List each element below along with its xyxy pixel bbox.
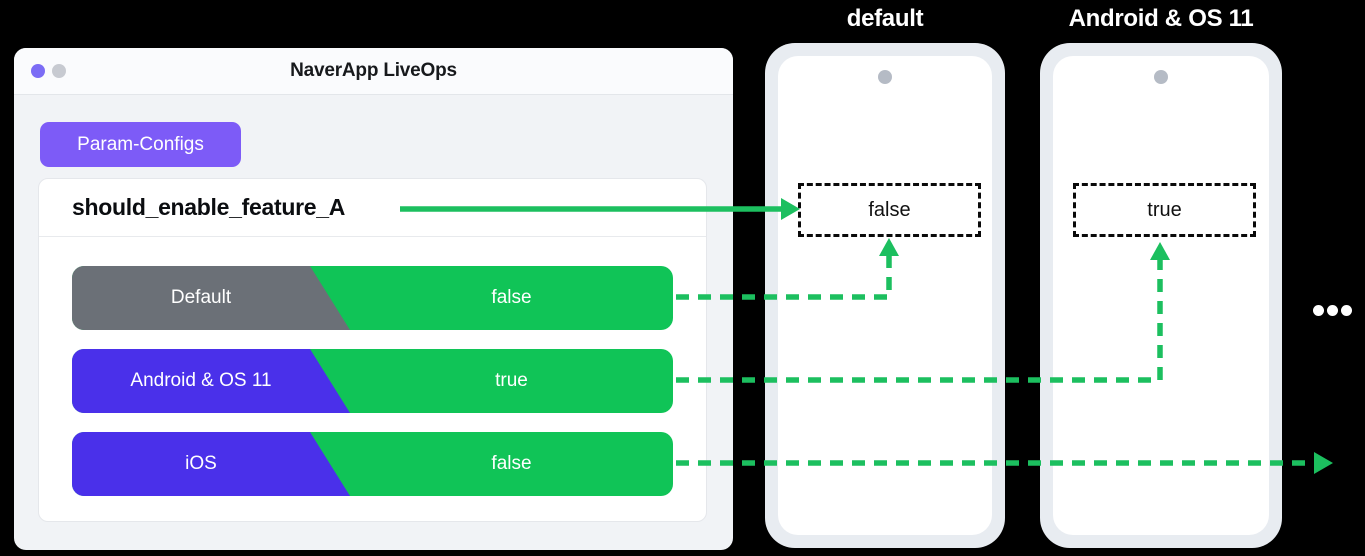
condition-segment [72,432,350,496]
config-rows: Default false Android & OS 11 true iOS f… [39,237,706,496]
feature-key-label: should_enable_feature_A [72,194,346,220]
condition-label: Android & OS 11 [130,370,272,391]
more-ellipsis-icon [1313,305,1352,316]
config-row-default[interactable]: Default false [72,266,673,330]
camera-icon [1154,70,1168,84]
value-label: false [491,287,532,308]
liveops-window: NaverApp LiveOps Param-Configs should_en… [14,48,733,550]
condition-segment [72,266,350,330]
value-label: false [491,453,532,474]
window-control-dot-secondary[interactable] [52,64,66,78]
feature-card: should_enable_feature_A Default false An… [38,178,707,522]
phone-default [765,43,1005,548]
feature-card-header: should_enable_feature_A [39,179,706,237]
phone-screen [778,56,992,535]
condition-label: iOS [185,453,217,474]
condition-segment [72,349,350,413]
resolved-value-box-android-os11: true [1073,183,1256,237]
window-title: NaverApp LiveOps [290,60,457,81]
window-control-dot-primary[interactable] [31,64,45,78]
config-row-ios[interactable]: iOS false [72,432,673,496]
value-label: true [495,370,528,391]
condition-label: Default [170,287,232,308]
phone-screen [1053,56,1269,535]
phone-android-os11 [1040,43,1282,548]
config-row-android-os11[interactable]: Android & OS 11 true [72,349,673,413]
camera-icon [878,70,892,84]
phone-label-default: default [846,5,924,32]
window-titlebar: NaverApp LiveOps [14,48,733,95]
phone-label-android-os11: Android & OS 11 [1068,5,1254,32]
param-configs-button[interactable]: Param-Configs [40,122,241,167]
resolved-value-box-default: false [798,183,981,237]
